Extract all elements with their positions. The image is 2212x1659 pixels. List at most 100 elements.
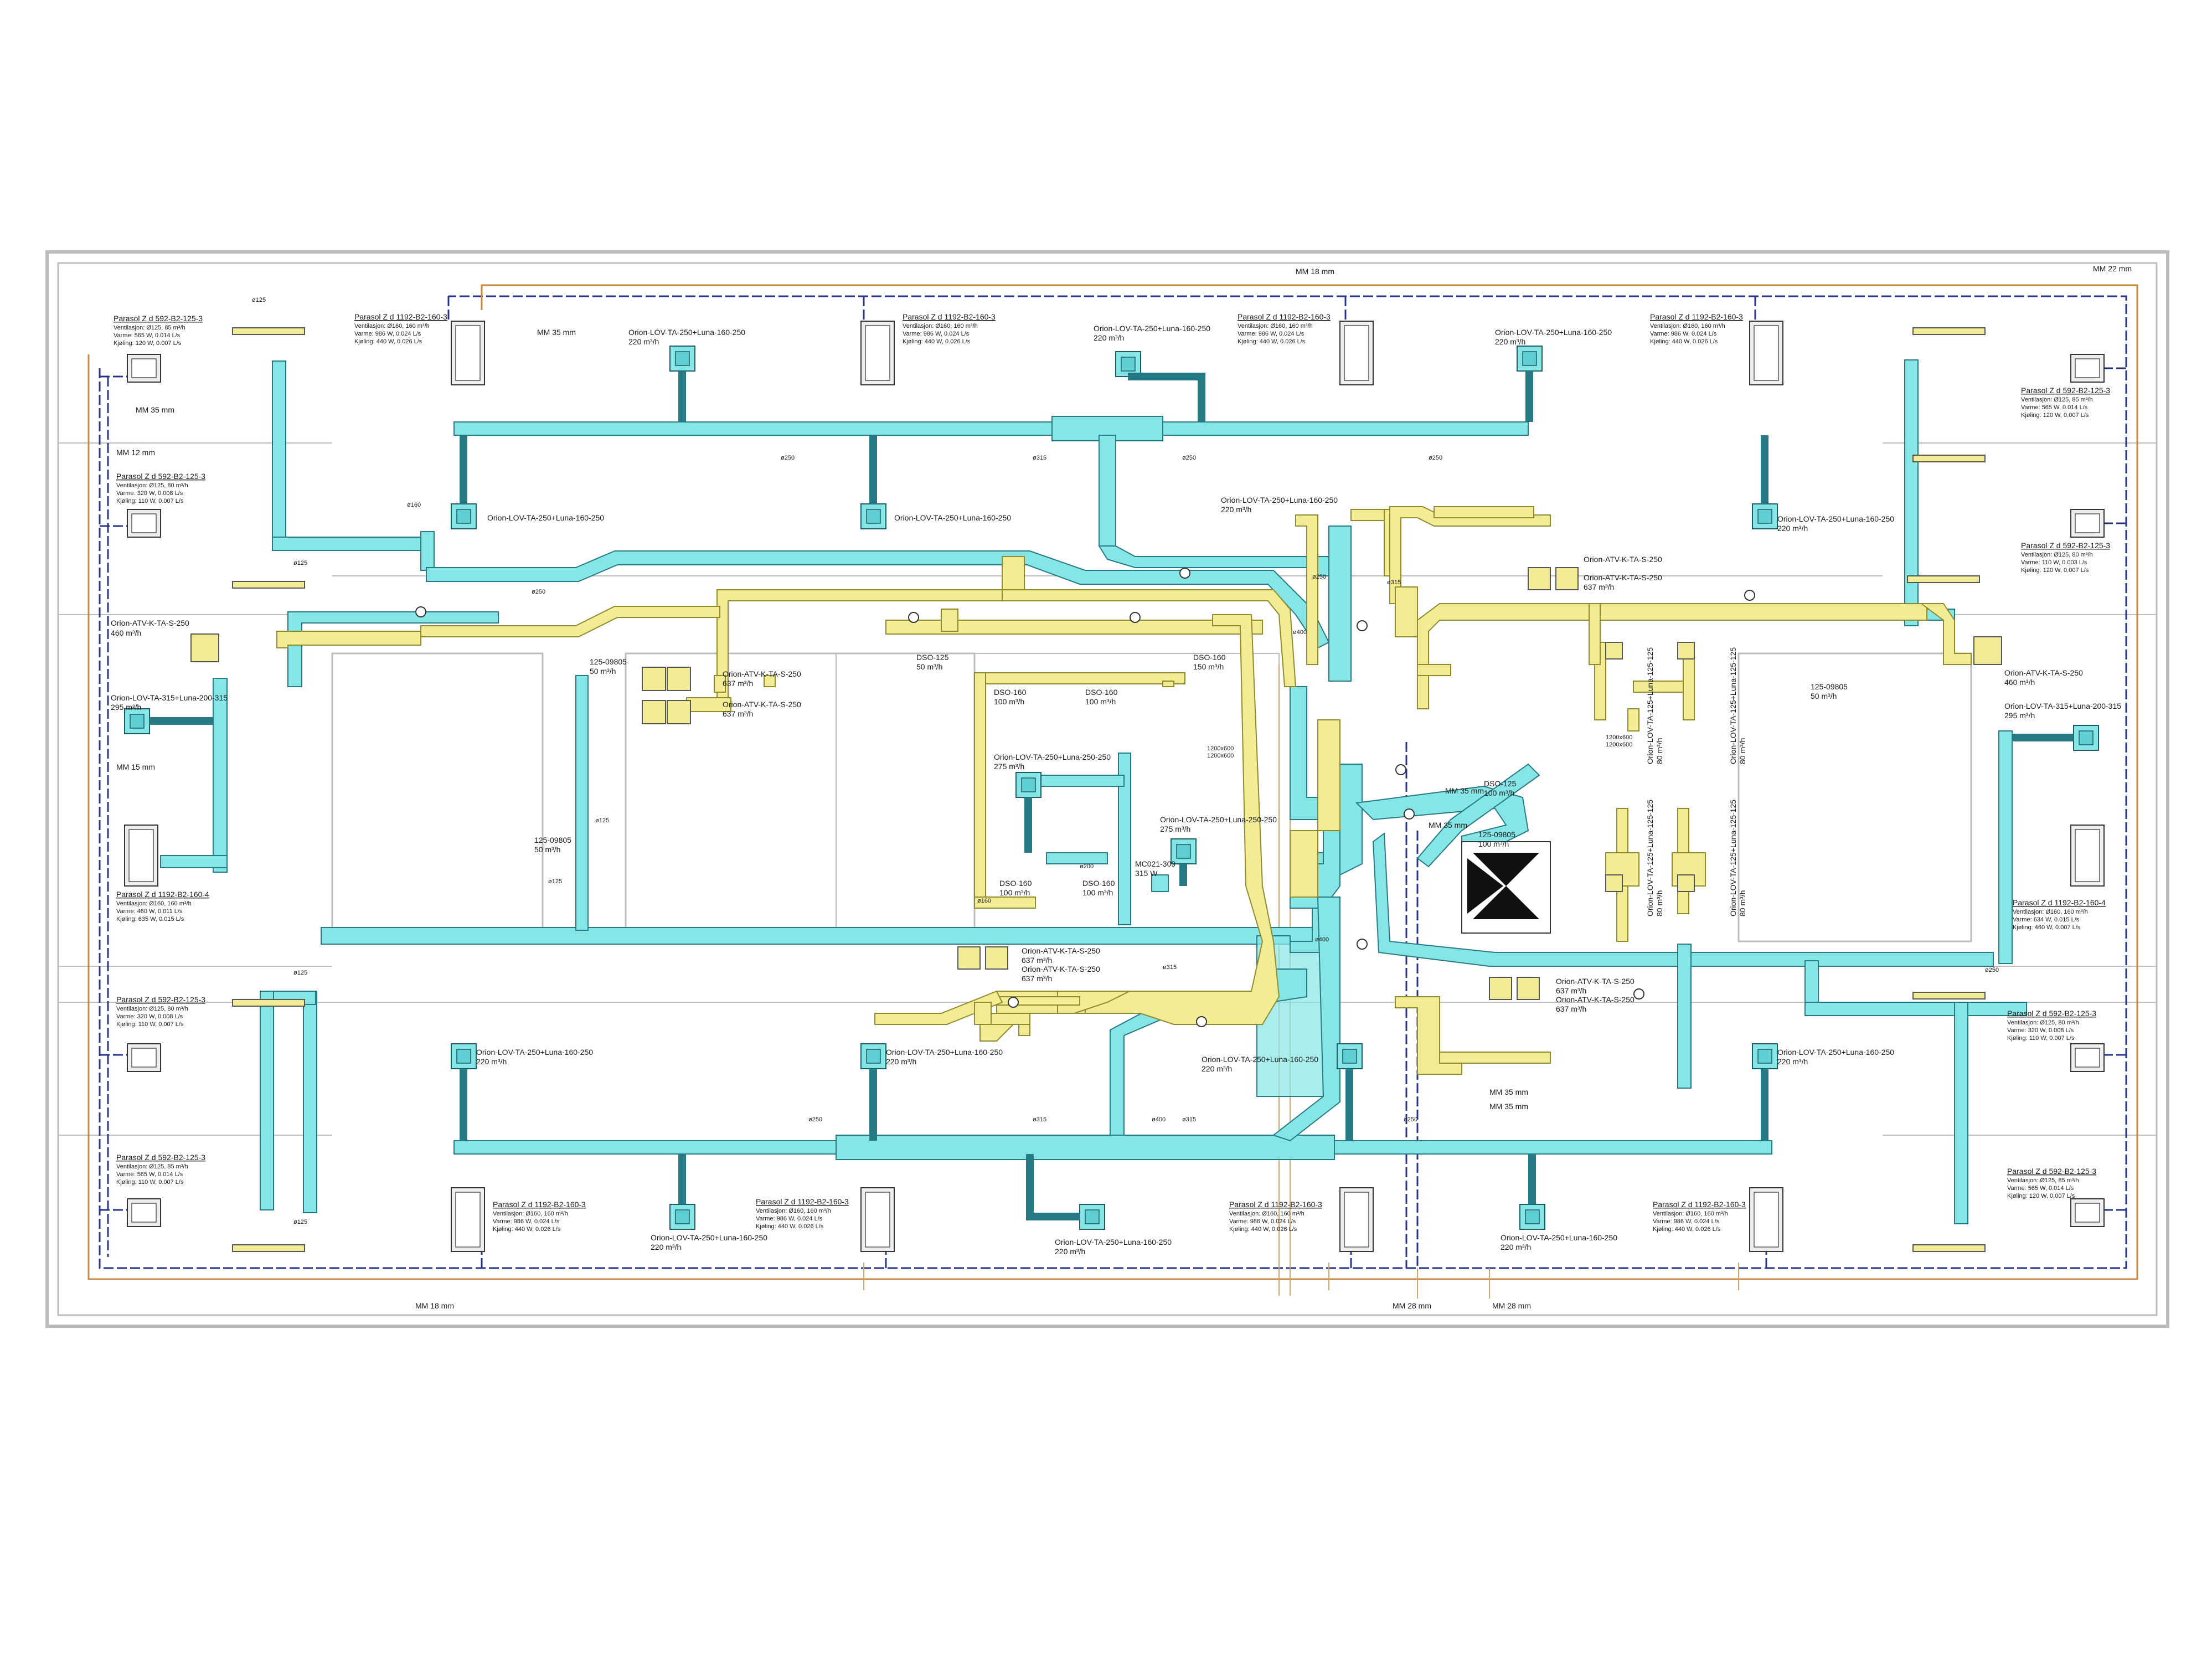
svg-text:Orion-LOV-TA-250+Luna-160-250: Orion-LOV-TA-250+Luna-160-250 — [894, 513, 1011, 522]
size-tag: ø250 — [1985, 967, 1999, 973]
orion-terminal — [860, 1043, 886, 1069]
svg-text:Kjøling: 120 W, 0.007 L/s: Kjøling: 120 W, 0.007 L/s — [2021, 567, 2089, 574]
svg-text:100 m³/h: 100 m³/h — [1082, 888, 1113, 897]
parasol-label: Parasol Z d 1192-B2-160-3 Ventilasjon: Ø… — [1238, 312, 1331, 345]
svg-text:637 m³/h: 637 m³/h — [1556, 986, 1586, 995]
svg-text:50 m³/h: 50 m³/h — [916, 662, 942, 671]
svg-text:220 m³/h: 220 m³/h — [1055, 1247, 1085, 1256]
svg-text:Orion-LOV-TA-250+Luna-160-250: Orion-LOV-TA-250+Luna-160-250 — [1221, 496, 1338, 504]
pipe-label: MM 35 mm — [136, 405, 174, 414]
size-tag: ø250 — [1182, 455, 1196, 461]
svg-text:220 m³/h: 220 m³/h — [628, 337, 659, 346]
svg-text:Parasol Z d 1192-B2-160-4: Parasol Z d 1192-B2-160-4 — [116, 890, 209, 899]
svg-text:Ventilasjon: Ø160, 160 m³/h: Ventilasjon: Ø160, 160 m³/h — [903, 323, 978, 329]
svg-text:220 m³/h: 220 m³/h — [1501, 1243, 1531, 1251]
parasol-label: Parasol Z d 1192-B2-160-3 Ventilasjon: Ø… — [354, 312, 447, 345]
svg-text:Ventilasjon: Ø160, 160 m³/h: Ventilasjon: Ø160, 160 m³/h — [493, 1210, 568, 1217]
duct-main-top — [453, 421, 1529, 436]
parasol-unit-top-4 — [1749, 321, 1783, 385]
svg-text:Orion-LOV-TA-250+Luna-160-250: Orion-LOV-TA-250+Luna-160-250 — [1777, 1048, 1894, 1057]
svg-text:DSO-160: DSO-160 — [1193, 653, 1226, 662]
size-tag: 1200x600 — [1606, 734, 1632, 741]
orion-label: Orion-LOV-TA-250+Luna-160-250 — [894, 513, 1011, 522]
atv-units — [190, 567, 2002, 1000]
svg-text:Kjøling: 460 W, 0.007 L/s: Kjøling: 460 W, 0.007 L/s — [2013, 924, 2081, 931]
pipe-label: MM 35 mm — [537, 328, 576, 337]
svg-text:Orion-LOV-TA-250+Luna-160-250: Orion-LOV-TA-250+Luna-160-250 — [1094, 324, 1210, 333]
svg-text:125-09805: 125-09805 — [534, 836, 571, 844]
svg-text:100 m³/h: 100 m³/h — [1085, 697, 1116, 706]
parasol-unit-left-5 — [127, 1198, 161, 1227]
svg-text:Parasol Z d 1192-B2-160-3: Parasol Z d 1192-B2-160-3 — [1229, 1200, 1322, 1209]
size-tag: ø315 — [1033, 1116, 1046, 1123]
svg-text:Parasol Z d 592-B2-125-3: Parasol Z d 592-B2-125-3 — [114, 314, 203, 323]
pipe-labels: MM 18 mm MM 22 mm MM 35 mm MM 35 mm MM 1… — [116, 264, 2132, 1310]
damper-markers — [415, 568, 1755, 1027]
svg-text:Varme: 986 W, 0.024 L/s: Varme: 986 W, 0.024 L/s — [903, 331, 970, 337]
svg-text:Kjøling: 110 W, 0.007 L/s: Kjøling: 110 W, 0.007 L/s — [116, 1179, 184, 1186]
pipe-label: MM 28 mm — [1393, 1301, 1431, 1310]
svg-text:Varme: 460 W, 0.011 L/s: Varme: 460 W, 0.011 L/s — [116, 908, 183, 915]
parasol-unit-top-1 — [451, 321, 485, 385]
svg-text:220 m³/h: 220 m³/h — [1221, 505, 1251, 514]
svg-text:Kjøling: 440 W, 0.026 L/s: Kjøling: 440 W, 0.026 L/s — [1238, 338, 1306, 345]
svg-text:295 m³/h: 295 m³/h — [2004, 711, 2035, 720]
svg-text:Orion-LOV-TA-250+Luna-160-250: Orion-LOV-TA-250+Luna-160-250 — [886, 1048, 1003, 1057]
svg-text:Orion-LOV-TA-125+Luna-125-125: Orion-LOV-TA-125+Luna-125-125 — [1729, 647, 1737, 764]
svg-text:Ventilasjon: Ø125, 85 m³/h: Ventilasjon: Ø125, 85 m³/h — [116, 1163, 188, 1170]
svg-text:460 m³/h: 460 m³/h — [111, 628, 141, 637]
parasol-label: Parasol Z d 592-B2-125-3 Ventilasjon: Ø1… — [2021, 386, 2110, 419]
svg-text:DSO-125: DSO-125 — [916, 653, 949, 662]
orion-terminal — [669, 1204, 695, 1230]
size-tag: 1200x600 — [1606, 741, 1632, 748]
svg-text:80 m³/h: 80 m³/h — [1738, 890, 1747, 916]
pipe-label: MM 35 mm — [1489, 1102, 1528, 1111]
svg-text:Orion-ATV-K-TA-S-250: Orion-ATV-K-TA-S-250 — [1022, 965, 1100, 973]
size-tag: ø125 — [252, 297, 266, 303]
size-tag: ø250 — [532, 589, 545, 595]
svg-text:Varme: 986 W, 0.024 L/s: Varme: 986 W, 0.024 L/s — [1650, 331, 1717, 337]
size-tag: ø125 — [548, 878, 562, 885]
svg-text:637 m³/h: 637 m³/h — [1022, 974, 1052, 983]
svg-text:275 m³/h: 275 m³/h — [1160, 825, 1190, 833]
svg-text:125-09805: 125-09805 — [1811, 682, 1848, 691]
parasol-unit-bottom-3 — [1339, 1187, 1374, 1252]
svg-text:Orion-ATV-K-TA-S-250: Orion-ATV-K-TA-S-250 — [1584, 555, 1662, 564]
svg-text:50 m³/h: 50 m³/h — [534, 845, 560, 854]
orion-terminal — [1079, 1204, 1105, 1230]
svg-text:Orion-LOV-TA-315+Luna-200-315: Orion-LOV-TA-315+Luna-200-315 — [2004, 702, 2121, 710]
parasol-units — [124, 321, 2105, 1252]
size-tag: ø400 — [1315, 936, 1329, 943]
orion-label: Orion-LOV-TA-250+Luna-160-250 — [487, 513, 604, 522]
orion-terminal — [1337, 1043, 1363, 1069]
svg-text:220 m³/h: 220 m³/h — [476, 1057, 507, 1066]
svg-text:Orion-LOV-TA-125+Luna-125-125: Orion-LOV-TA-125+Luna-125-125 — [1646, 800, 1654, 916]
orion-label: Orion-ATV-K-TA-S-250 — [1584, 555, 1662, 564]
parasol-label: Parasol Z d 1192-B2-160-3 Ventilasjon: Ø… — [903, 312, 996, 345]
pipe-label: MM 35 mm — [1429, 821, 1467, 830]
orion-terminal — [669, 346, 695, 372]
size-tag: ø250 — [808, 1116, 822, 1123]
svg-text:Parasol Z d 1192-B2-160-3: Parasol Z d 1192-B2-160-3 — [1650, 312, 1743, 321]
svg-text:Parasol Z d 592-B2-125-3: Parasol Z d 592-B2-125-3 — [116, 472, 205, 481]
size-tag: 1200x600 — [1207, 753, 1234, 759]
svg-text:Parasol Z d 592-B2-125-3: Parasol Z d 592-B2-125-3 — [2007, 1009, 2096, 1018]
svg-text:Parasol Z d 592-B2-125-3: Parasol Z d 592-B2-125-3 — [2021, 541, 2110, 550]
svg-text:Ventilasjon: Ø125, 80 m³/h: Ventilasjon: Ø125, 80 m³/h — [116, 1006, 188, 1012]
